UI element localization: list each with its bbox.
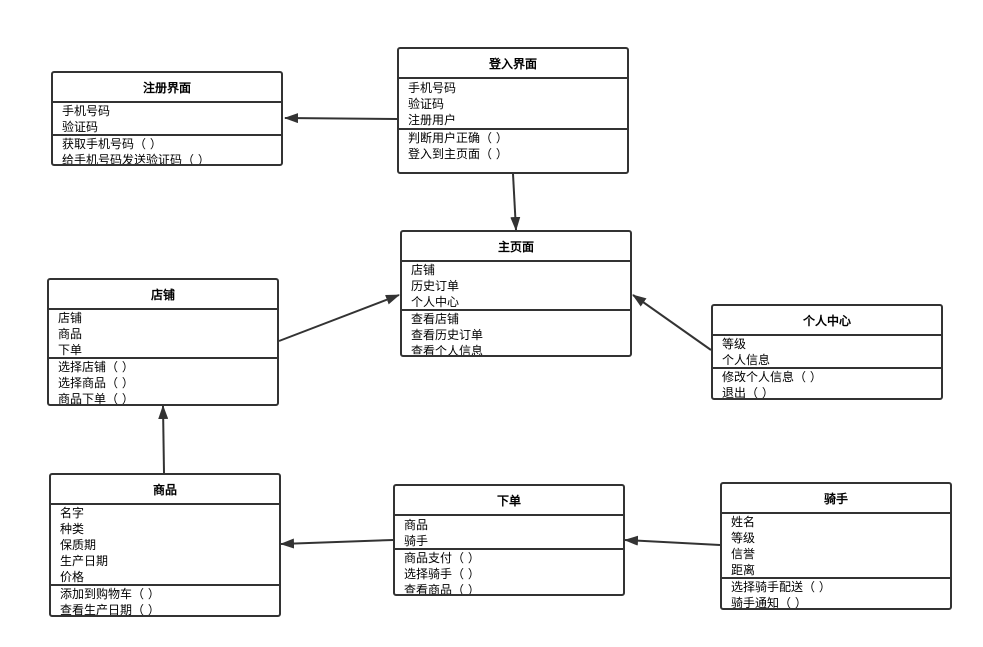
attribute: 历史订单 [411, 279, 460, 293]
class-home-title: 主页面 [402, 232, 630, 262]
method: 登入到主页面（ ） [408, 147, 508, 161]
class-register-title: 注册界面 [53, 73, 281, 103]
attribute: 个人中心 [411, 295, 460, 309]
attribute: 距离 [731, 563, 756, 577]
method: 选择商品（ ） [58, 376, 134, 390]
attribute: 姓名 [731, 515, 756, 529]
arrow-login-to-home [510, 173, 521, 231]
class-home[interactable]: 主页面 店铺 历史订单 个人中心 查看店铺 查看历史订单 查看个人信息 [400, 230, 632, 357]
class-product-methods: 添加到购物车（ ） 查看生产日期（ ） [51, 586, 279, 617]
attribute: 等级 [731, 531, 756, 545]
method: 获取手机号码（ ） [62, 137, 162, 151]
class-login-attributes: 手机号码 验证码 注册用户 [399, 79, 627, 130]
class-shop-attributes: 店铺 商品 下单 [49, 310, 277, 359]
class-rider[interactable]: 骑手 姓名 等级 信誉 距离 选择骑手配送（ ） 骑手通知（ ） [720, 482, 952, 610]
arrow-order-to-product [280, 538, 394, 549]
attribute: 验证码 [408, 97, 445, 111]
method: 选择骑手（ ） [404, 567, 480, 581]
method: 选择骑手配送（ ） [731, 580, 831, 594]
class-product[interactable]: 商品 名字 种类 保质期 生产日期 价格 添加到购物车（ ） 查看生产日期（ ） [49, 473, 281, 617]
class-register-attributes: 手机号码 验证码 [53, 103, 281, 136]
method: 商品下单（ ） [58, 392, 134, 406]
class-login-title: 登入界面 [399, 49, 627, 79]
class-order-title: 下单 [395, 486, 623, 516]
class-profile-title: 个人中心 [713, 306, 941, 336]
attribute: 价格 [60, 570, 85, 584]
class-rider-attributes: 姓名 等级 信誉 距离 [722, 514, 950, 579]
method: 查看生产日期（ ） [60, 603, 160, 617]
method: 查看历史订单 [411, 328, 484, 342]
arrow-product-to-shop [158, 405, 169, 474]
attribute: 生产日期 [60, 554, 109, 568]
arrow-shop-to-home [278, 294, 400, 342]
method: 骑手通知（ ） [731, 596, 807, 610]
method: 查看店铺 [411, 312, 460, 326]
method: 退出（ ） [722, 386, 774, 400]
attribute: 个人信息 [722, 353, 771, 367]
attribute: 名字 [60, 506, 85, 520]
class-home-attributes: 店铺 历史订单 个人中心 [402, 262, 630, 311]
class-shop[interactable]: 店铺 店铺 商品 下单 选择店铺（ ） 选择商品（ ） 商品下单（ ） [47, 278, 279, 406]
class-register[interactable]: 注册界面 手机号码 验证码 获取手机号码（ ） 给手机号码发送验证码（ ） [51, 71, 283, 166]
attribute: 种类 [60, 522, 85, 536]
class-shop-title: 店铺 [49, 280, 277, 310]
class-profile-attributes: 等级 个人信息 [713, 336, 941, 369]
class-order-attributes: 商品 骑手 [395, 516, 623, 550]
class-profile[interactable]: 个人中心 等级 个人信息 修改个人信息（ ） 退出（ ） [711, 304, 943, 400]
class-login-methods: 判断用户正确（ ） 登入到主页面（ ） [399, 130, 627, 162]
method: 选择店铺（ ） [58, 360, 134, 374]
method: 给手机号码发送验证码（ ） [62, 153, 210, 166]
class-order[interactable]: 下单 商品 骑手 商品支付（ ） 选择骑手（ ） 查看商品（ ） [393, 484, 625, 596]
method: 修改个人信息（ ） [722, 370, 822, 384]
class-product-title: 商品 [51, 475, 279, 505]
attribute: 等级 [722, 337, 747, 351]
arrow-profile-to-home [632, 294, 712, 351]
class-product-attributes: 名字 种类 保质期 生产日期 价格 [51, 505, 279, 586]
method: 判断用户正确（ ） [408, 131, 508, 145]
attribute: 店铺 [58, 311, 83, 325]
attribute: 下单 [58, 343, 83, 357]
class-register-methods: 获取手机号码（ ） 给手机号码发送验证码（ ） [53, 136, 281, 166]
attribute: 注册用户 [408, 113, 457, 127]
method: 查看商品（ ） [404, 583, 480, 596]
attribute: 保质期 [60, 538, 97, 552]
method: 添加到购物车（ ） [60, 587, 160, 601]
method: 查看个人信息 [411, 344, 484, 357]
attribute: 店铺 [411, 263, 436, 277]
attribute: 验证码 [62, 120, 99, 134]
arrow-login-to-register [284, 113, 399, 124]
arrow-rider-to-order [624, 535, 721, 546]
attribute: 信誉 [731, 547, 756, 561]
attribute: 手机号码 [408, 81, 457, 95]
class-profile-methods: 修改个人信息（ ） 退出（ ） [713, 369, 941, 400]
attribute: 手机号码 [62, 104, 111, 118]
class-shop-methods: 选择店铺（ ） 选择商品（ ） 商品下单（ ） [49, 359, 277, 406]
class-rider-methods: 选择骑手配送（ ） 骑手通知（ ） [722, 579, 950, 610]
attribute: 商品 [58, 327, 83, 341]
attribute: 骑手 [404, 534, 429, 548]
attribute: 商品 [404, 518, 429, 532]
class-home-methods: 查看店铺 查看历史订单 查看个人信息 [402, 311, 630, 357]
class-login[interactable]: 登入界面 手机号码 验证码 注册用户 判断用户正确（ ） 登入到主页面（ ） [397, 47, 629, 174]
class-rider-title: 骑手 [722, 484, 950, 514]
method: 商品支付（ ） [404, 551, 480, 565]
class-order-methods: 商品支付（ ） 选择骑手（ ） 查看商品（ ） [395, 550, 623, 596]
